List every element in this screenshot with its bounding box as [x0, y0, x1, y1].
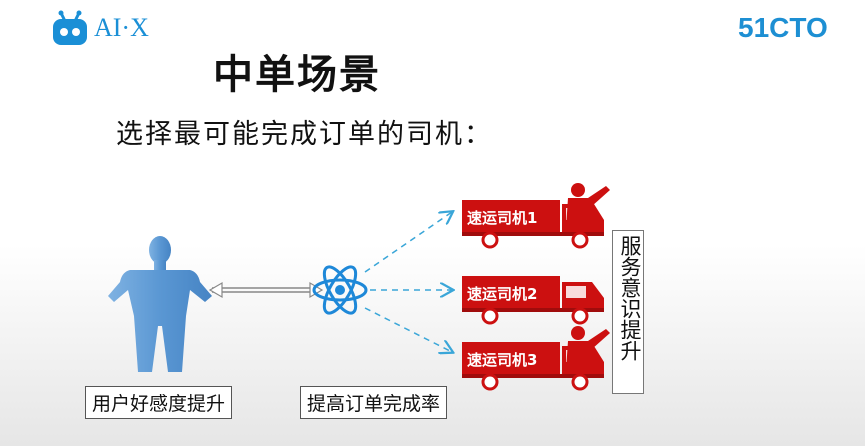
- robot-icon: [53, 10, 87, 45]
- dashed-arrows: [364, 212, 452, 352]
- atom-icon: [312, 265, 368, 315]
- completion-rate-label: 提高订单完成率: [300, 386, 448, 419]
- user-figure-icon: [108, 236, 212, 372]
- driver-2-label: 速运司机2: [467, 285, 537, 303]
- driver-3-label: 速运司机3: [467, 351, 537, 369]
- slide-subtitle: 选择最可能完成订单的司机：: [116, 119, 493, 150]
- slide-title: 中单场景: [213, 52, 381, 98]
- truck-1-icon: [462, 183, 610, 249]
- user-satisfaction-label: 用户好感度提升: [85, 386, 233, 419]
- double-arrow: [208, 281, 324, 299]
- driver-1-label: 速运司机1: [467, 209, 537, 227]
- service-awareness-box: 服务意识提升: [612, 230, 644, 394]
- aix-logo: AI·X: [52, 8, 149, 48]
- logo-text: AI·X: [94, 13, 149, 42]
- service-awareness-label: 服务意识提升: [618, 235, 642, 361]
- truck-2-icon: [462, 276, 604, 325]
- 51cto-logo: 51CTO: [738, 12, 828, 43]
- truck-3-icon: [462, 326, 610, 391]
